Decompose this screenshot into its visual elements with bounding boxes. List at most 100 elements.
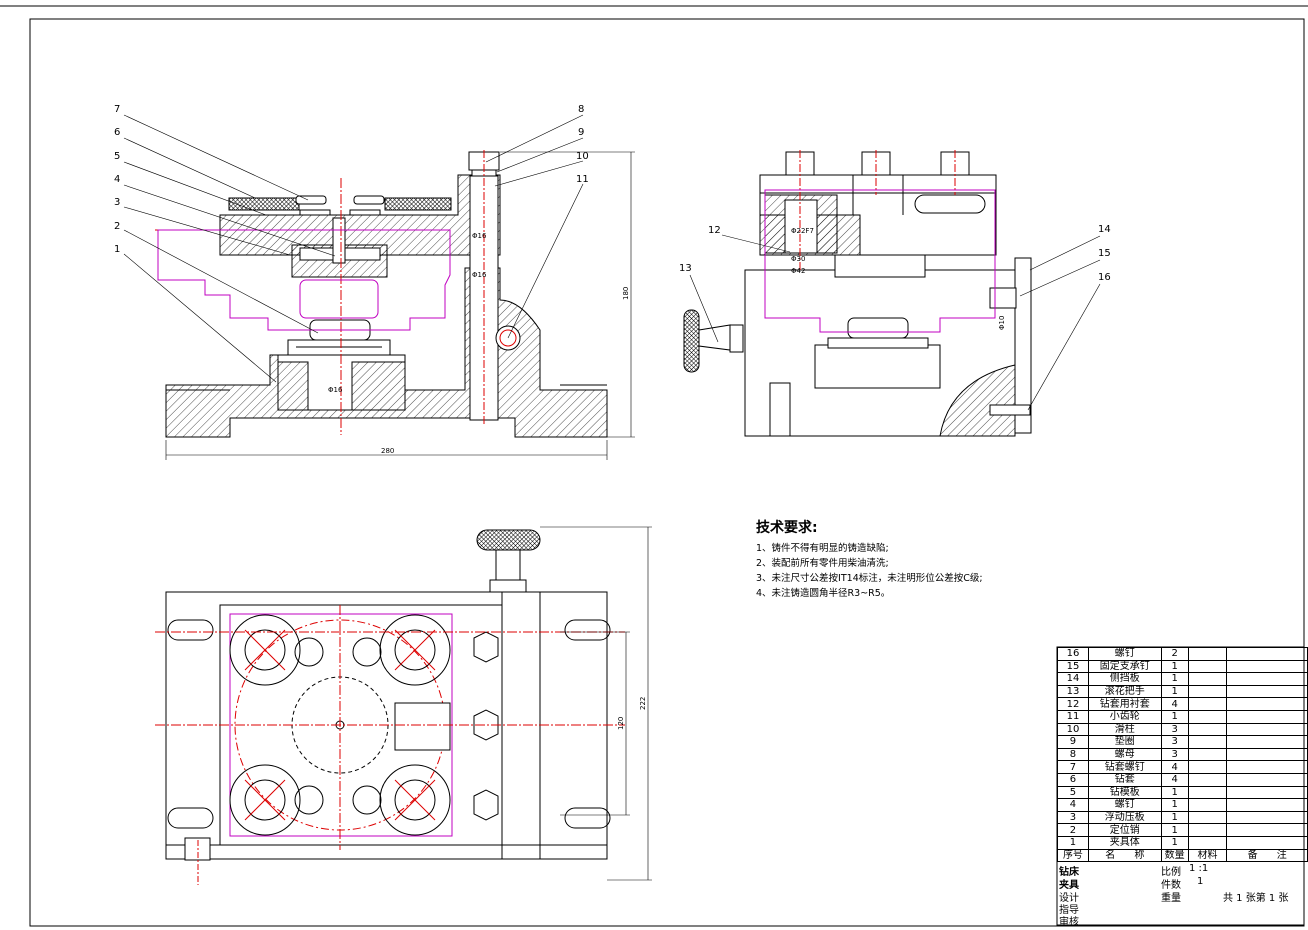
- bom-header-rem-b: 注: [1276, 849, 1287, 861]
- bom-cell-name: 侧挡板: [1087, 672, 1162, 686]
- count-value: 1: [1197, 876, 1204, 887]
- callout-3: 3: [114, 197, 120, 208]
- bom-cell-material: [1187, 785, 1228, 800]
- bom-header-no: 序号: [1057, 848, 1089, 863]
- bom-cell-no: 16: [1057, 647, 1089, 661]
- bom-cell-material: [1187, 659, 1228, 674]
- bom-cell-name: 螺钉: [1087, 798, 1162, 812]
- bom-cell-material: [1187, 672, 1228, 686]
- bom-cell-qty: 4: [1160, 760, 1189, 774]
- sheet-count: 共 1 张第 1 张: [1223, 893, 1289, 904]
- bom-cell-remarks: [1226, 835, 1308, 850]
- bom-cell-remarks: [1226, 697, 1308, 711]
- bom-cell-qty: 1: [1160, 785, 1189, 800]
- bom-cell-material: [1187, 747, 1228, 762]
- callout-4: 4: [114, 174, 120, 185]
- dim-280: 280: [381, 447, 394, 455]
- bom-cell-remarks: [1226, 647, 1308, 661]
- advisor-label: 指导: [1059, 905, 1079, 916]
- bom-cell-name: 夹具体: [1087, 835, 1162, 850]
- bom-cell-name: 固定支承钉: [1087, 659, 1162, 674]
- bom-cell-qty: 2: [1160, 647, 1189, 661]
- tech-req-title: 技术要求:: [756, 520, 818, 536]
- bom-cell-material: [1187, 772, 1228, 787]
- bom-cell-remarks: [1226, 760, 1308, 774]
- bom-cell-material: [1187, 697, 1228, 711]
- dim-222: 222: [639, 697, 647, 710]
- bom-cell-remarks: [1226, 823, 1308, 837]
- bom-header-row: 序号 名 称 数量 材料 备 注: [1057, 848, 1308, 863]
- callout-15: 15: [1098, 248, 1111, 259]
- bom-cell-qty: 3: [1160, 735, 1189, 749]
- bom-cell-no: 3: [1057, 810, 1089, 825]
- bom-cell-name: 钻套螺钉: [1087, 760, 1162, 774]
- bom-cell-qty: 1: [1160, 672, 1189, 686]
- reviewer-label: 审核: [1059, 917, 1079, 928]
- bom-cell-no: 10: [1057, 722, 1089, 737]
- callout-11: 11: [576, 174, 589, 185]
- dim-phi16-b: Φ16: [472, 271, 487, 279]
- top-view: [155, 526, 652, 885]
- bom-header-name-b: 称: [1134, 849, 1145, 861]
- callout-10: 10: [576, 151, 589, 162]
- bom-cell-name: 定位销: [1087, 823, 1162, 837]
- bom-cell-qty: 4: [1160, 697, 1189, 711]
- bom-cell-material: [1187, 722, 1228, 737]
- count-label: 件数: [1161, 880, 1181, 891]
- bom-cell-qty: 3: [1160, 722, 1189, 737]
- scale-label: 比例: [1161, 867, 1181, 878]
- bom-cell-no: 9: [1057, 735, 1089, 749]
- bom-cell-qty: 1: [1160, 835, 1189, 850]
- callout-8: 8: [578, 104, 584, 115]
- designer-label: 设计: [1059, 893, 1079, 904]
- bom-cell-name: 滑柱: [1087, 722, 1162, 737]
- bom-cell-qty: 1: [1160, 684, 1189, 699]
- bom-header-name: 名 称: [1087, 848, 1162, 863]
- bom-cell-qty: 1: [1160, 798, 1189, 812]
- bom-cell-name: 小齿轮: [1087, 709, 1162, 724]
- tech-req-line: 2、装配前所有零件用柴油清洗;: [756, 558, 889, 569]
- bom-cell-name: 螺钉: [1087, 647, 1162, 661]
- bom-cell-no: 13: [1057, 684, 1089, 699]
- callout-2: 2: [114, 221, 120, 232]
- bom-cell-material: [1187, 684, 1228, 699]
- bom-cell-no: 15: [1057, 659, 1089, 674]
- bom-cell-remarks: [1226, 735, 1308, 749]
- bom-cell-no: 5: [1057, 785, 1089, 800]
- bom-header-name-a: 名: [1105, 849, 1116, 861]
- dim-phi42: Φ42: [791, 267, 805, 275]
- bom-cell-name: 滚花把手: [1087, 684, 1162, 699]
- bom-cell-no: 14: [1057, 672, 1089, 686]
- bom-cell-material: [1187, 760, 1228, 774]
- tech-req-line: 4、未注铸造圆角半径R3~R5。: [756, 588, 891, 599]
- scale-value: 1 :1: [1189, 863, 1209, 874]
- bom-cell-name: 钻模板: [1087, 785, 1162, 800]
- bom-cell-material: [1187, 647, 1228, 661]
- callout-16: 16: [1098, 272, 1111, 283]
- bom-cell-no: 11: [1057, 709, 1089, 724]
- bom-cell-material: [1187, 709, 1228, 724]
- side-view: [683, 150, 1101, 437]
- bom-cell-remarks: [1226, 747, 1308, 762]
- bom-header-rem-a: 备: [1247, 849, 1258, 861]
- bom-cell-material: [1187, 823, 1228, 837]
- tech-req-line: 1、铸件不得有明显的铸造缺陷;: [756, 543, 889, 554]
- bom-cell-remarks: [1226, 798, 1308, 812]
- tech-req-line: 3、未注尺寸公差按IT14标注，未注明形位公差按C级;: [756, 573, 983, 584]
- bom-cell-no: 6: [1057, 772, 1089, 787]
- callout-13: 13: [679, 263, 692, 274]
- dim-phi10: Φ10: [998, 316, 1006, 330]
- bom-cell-material: [1187, 810, 1228, 825]
- bom-cell-no: 4: [1057, 798, 1089, 812]
